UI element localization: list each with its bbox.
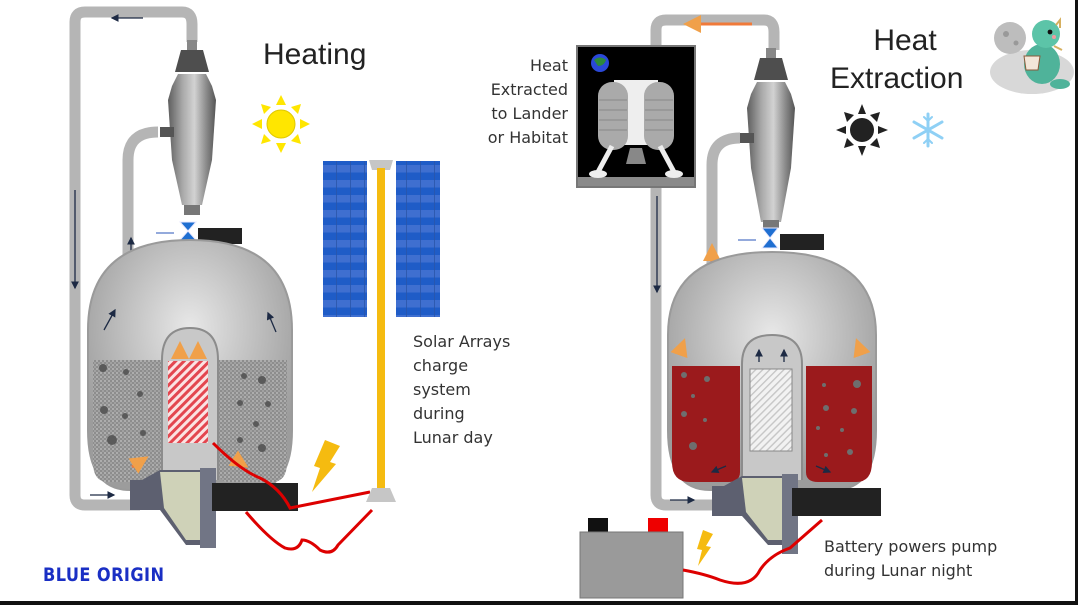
circulation-pump: [130, 468, 298, 548]
riser-pipe: [122, 126, 159, 268]
cyclone-separator: [740, 48, 795, 228]
annotation-line: during Lunar night: [824, 561, 973, 580]
solar-array: [323, 160, 440, 502]
annotation-line: Heat: [530, 56, 568, 75]
return-pipe: [69, 6, 198, 495]
annotation-line: Battery powers pump: [824, 537, 998, 556]
battery-annotation: Battery powers pump during Lunar night: [824, 535, 997, 583]
annotation-line: charge: [413, 356, 469, 375]
lightning-icon: [697, 530, 713, 566]
thermal-storage-tank: [87, 238, 293, 491]
electric-heater: [168, 361, 208, 443]
sun-icon: [252, 95, 310, 153]
cyclone-separator: [160, 40, 216, 215]
annotation-line: Solar Arrays: [413, 332, 511, 351]
annotation-line: Extracted: [490, 80, 568, 99]
heat-extraction-title-line2: Extraction: [830, 62, 964, 95]
thermal-storage-tank: [667, 250, 877, 491]
heating-panel: [69, 6, 440, 554]
brand-logo: BLUE ORIGIN: [43, 564, 165, 586]
lightning-icon: [312, 440, 340, 492]
frame-border-right: [1075, 0, 1078, 605]
mascot-dinosaur: [990, 17, 1074, 94]
heating-title: Heating: [263, 38, 367, 71]
regolith-rocks: [99, 364, 271, 452]
dark-sun-icon: [836, 104, 888, 156]
valve: [178, 221, 198, 241]
regolith-rocks: [681, 372, 861, 457]
power-cable: [244, 508, 374, 554]
return-pipe: [650, 14, 780, 495]
valve: [760, 227, 780, 249]
annotation-line: to Lander: [491, 104, 568, 123]
solar-array-annotation: Solar Arrays charge system during Lunar …: [413, 330, 510, 450]
battery: [579, 518, 684, 599]
lander-habitat: [576, 45, 696, 188]
heat-exchanger-core: [749, 368, 793, 452]
pump-motor: [792, 488, 881, 516]
pump-motor: [212, 483, 298, 511]
annotation-line: system: [413, 380, 471, 399]
heat-extraction-panel: [576, 14, 1074, 599]
solar-mast: [377, 168, 385, 496]
power-cable: [211, 441, 371, 510]
riser-pipe: [706, 132, 741, 275]
snowflake-icon: [912, 112, 944, 148]
power-cable: [682, 518, 823, 585]
annotation-line: or Habitat: [487, 128, 568, 147]
heat-extraction-title-line1: Heat: [873, 24, 937, 57]
circulation-pump: [712, 474, 881, 554]
annotation-line: Lunar day: [413, 428, 493, 447]
frame-border-bottom: [0, 601, 1078, 605]
lander-annotation: Heat Extracted to Lander or Habitat: [468, 54, 568, 150]
annotation-line: during: [413, 404, 465, 423]
